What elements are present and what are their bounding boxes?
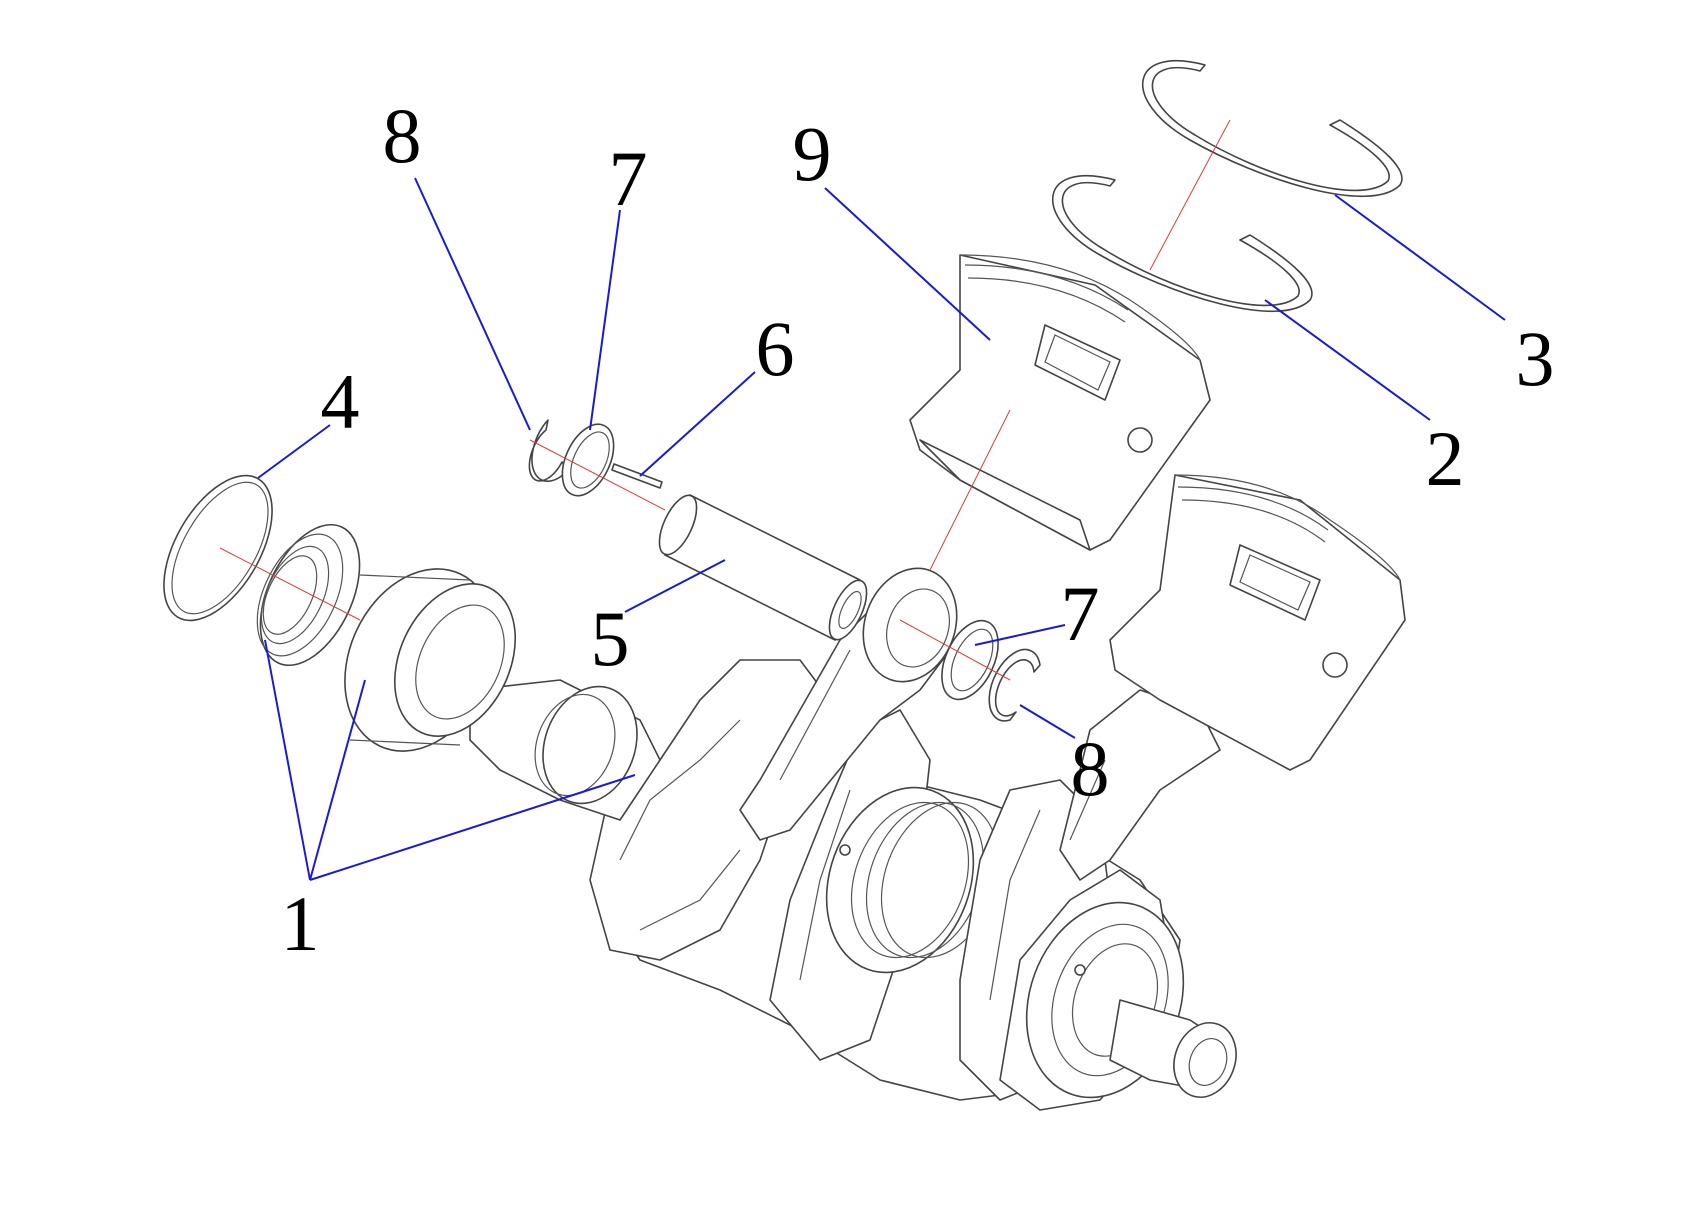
leader-6	[639, 371, 756, 477]
piston-pin	[658, 494, 868, 641]
callout-4: 4	[321, 358, 360, 445]
callout-6: 6	[756, 305, 795, 392]
leader-8b	[1019, 704, 1076, 739]
callout-7-lower: 7	[1061, 570, 1100, 657]
piston-ring-2	[1051, 174, 1313, 313]
callout-3: 3	[1516, 315, 1555, 402]
center-axes	[219, 119, 1231, 681]
callout-8-lower: 8	[1071, 725, 1110, 812]
leader-2	[1264, 299, 1431, 421]
leader-8a	[414, 177, 531, 431]
o-ring-4	[163, 474, 273, 622]
leader-1c	[309, 774, 636, 881]
callouts: 1 2 3 4 5 6 7 7 8 8 9	[281, 92, 1555, 967]
piston-upper	[909, 254, 1211, 551]
leader-1a	[264, 639, 311, 881]
callout-8-upper: 8	[383, 92, 422, 179]
leader-9	[824, 187, 991, 341]
piston-lower	[1109, 474, 1406, 771]
callout-1: 1	[281, 880, 320, 967]
callout-2: 2	[1426, 415, 1465, 502]
leader-1b	[309, 679, 366, 881]
callout-5: 5	[591, 595, 630, 682]
callout-7-upper: 7	[609, 135, 648, 222]
leader-5	[624, 559, 726, 613]
piston-ring-3	[1141, 59, 1403, 198]
circlip-right	[988, 648, 1041, 722]
washer-left	[561, 423, 615, 497]
callout-9: 9	[793, 110, 832, 197]
leader-4	[257, 424, 331, 479]
leader-7b	[974, 624, 1066, 646]
leader-3	[1334, 194, 1506, 321]
locating-pin	[611, 463, 663, 489]
leader-7a	[589, 209, 621, 431]
leader-lines	[257, 177, 1506, 881]
oil-seal	[256, 523, 361, 667]
circlip-left	[528, 419, 569, 483]
